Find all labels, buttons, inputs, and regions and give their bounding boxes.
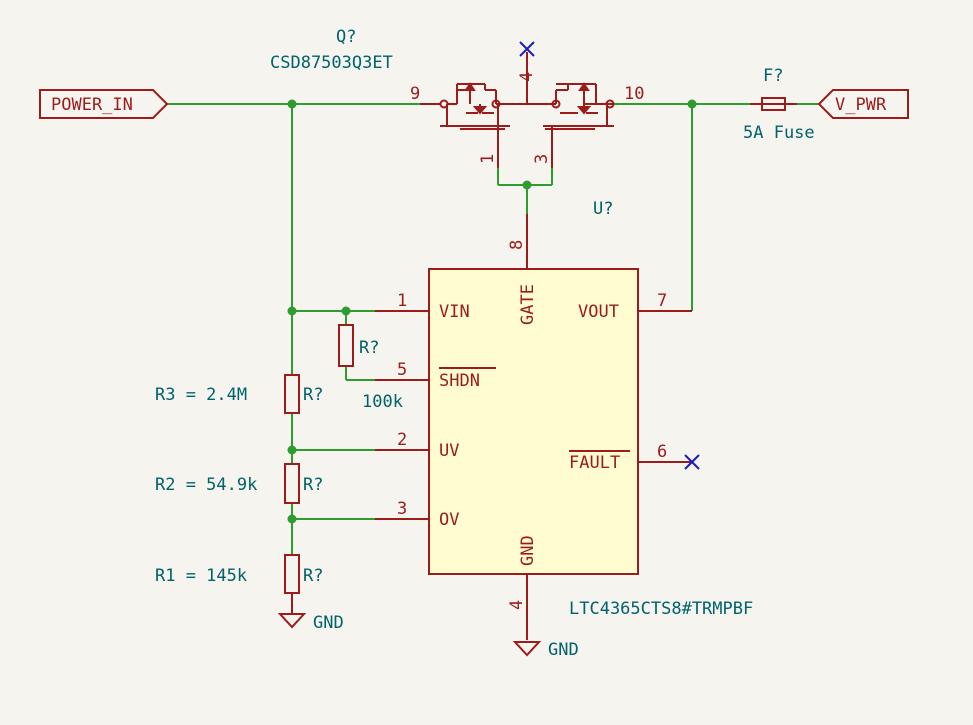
- ic-pin-1-name: VIN: [439, 302, 470, 322]
- ic-pin-2-name: UV: [439, 441, 459, 461]
- resistor-r3-label: R3 = 2.4M: [155, 385, 247, 405]
- mosfet-pin-9: 9: [410, 84, 420, 104]
- ic-pin-6-num: 6: [657, 442, 667, 462]
- ic-pin-3-name: OV: [439, 510, 459, 530]
- mosfet-left-symbol: [439, 82, 527, 130]
- label-v-pwr-text: V_PWR: [835, 95, 887, 115]
- ic-pin-2-num: 2: [397, 430, 407, 450]
- mosfet-pin-1: 1: [478, 154, 498, 164]
- junction-dot: [287, 514, 297, 524]
- ic-value: LTC4365CTS8#TRMPBF: [569, 599, 753, 619]
- resistor-body: [284, 463, 300, 504]
- junction-dot: [687, 99, 697, 109]
- label-power-in[interactable]: POWER_IN: [39, 89, 169, 119]
- fuse-ref: F?: [763, 66, 783, 86]
- ground-icon: [512, 641, 542, 657]
- ic-pin-5-name: SHDN: [439, 371, 480, 391]
- gnd-symbol-ic[interactable]: GND: [512, 640, 579, 660]
- mosfet-value: CSD87503Q3ET: [270, 53, 393, 73]
- gnd-symbol-left[interactable]: GND: [277, 613, 344, 633]
- junctions: [287, 99, 697, 524]
- resistor-r3[interactable]: R? R3 = 2.4M: [155, 374, 323, 414]
- ic-pin-7-name: VOUT: [578, 302, 619, 322]
- ic-body: [428, 268, 639, 575]
- ground-icon: [277, 613, 307, 629]
- resistor-r1-ref: R?: [303, 566, 323, 586]
- mosfet-pin-3: 3: [532, 154, 552, 164]
- no-connect-icon: [684, 454, 700, 470]
- label-v-pwr[interactable]: V_PWR: [817, 89, 909, 119]
- resistor-shdn[interactable]: R? 100k: [338, 324, 403, 412]
- ic-u[interactable]: U? 1 VIN 5 SHDN 2 UV 3 OV 8 GATE 7 VOUT …: [375, 199, 753, 640]
- fuse-value: 5A Fuse: [743, 123, 815, 143]
- fuse-f[interactable]: F? 5A Fuse: [743, 66, 815, 143]
- no-connect-icon: [519, 41, 535, 57]
- mosfet-pin-10: 10: [624, 84, 644, 104]
- ic-pin-4-name: GND: [518, 535, 538, 566]
- gnd-left-label: GND: [313, 613, 344, 633]
- junction-dot: [522, 180, 532, 190]
- ic-pin-5-num: 5: [397, 360, 407, 380]
- resistor-body: [284, 374, 300, 414]
- label-power-in-text: POWER_IN: [51, 95, 133, 115]
- resistor-r2[interactable]: R? R2 = 54.9k: [155, 463, 323, 504]
- resistor-r1-label: R1 = 145k: [155, 566, 247, 586]
- mosfet-right-symbol: [527, 82, 615, 130]
- resistor-body: [338, 324, 354, 367]
- junction-dot: [341, 306, 351, 316]
- resistor-shdn-value: 100k: [362, 392, 403, 412]
- ic-ref: U?: [593, 199, 613, 219]
- ic-pin-6-name: FAULT: [569, 453, 620, 473]
- ic-pin-8-name: GATE: [518, 284, 538, 325]
- ic-pin-1-num: 1: [397, 291, 407, 311]
- junction-dot: [287, 99, 297, 109]
- resistor-shdn-ref: R?: [359, 338, 379, 358]
- gnd-ic-label: GND: [548, 640, 579, 660]
- resistor-body: [284, 554, 300, 594]
- mosfet-q[interactable]: Q? CSD87503Q3ET 9 4 10 1 3: [270, 27, 644, 168]
- ic-pin-4-num: 4: [507, 600, 527, 610]
- mosfet-ref: Q?: [336, 27, 356, 47]
- mosfet-pin-4: 4: [517, 72, 537, 82]
- resistor-r1[interactable]: R? R1 = 145k: [155, 554, 323, 614]
- resistor-r2-label: R2 = 54.9k: [155, 475, 257, 495]
- junction-dot: [287, 306, 297, 316]
- resistor-r3-ref: R?: [303, 385, 323, 405]
- ic-pin-8-num: 8: [507, 240, 527, 250]
- ic-pin-7-num: 7: [657, 291, 667, 311]
- ic-pin-3-num: 3: [397, 499, 407, 519]
- junction-dot: [287, 445, 297, 455]
- resistor-r2-ref: R?: [303, 475, 323, 495]
